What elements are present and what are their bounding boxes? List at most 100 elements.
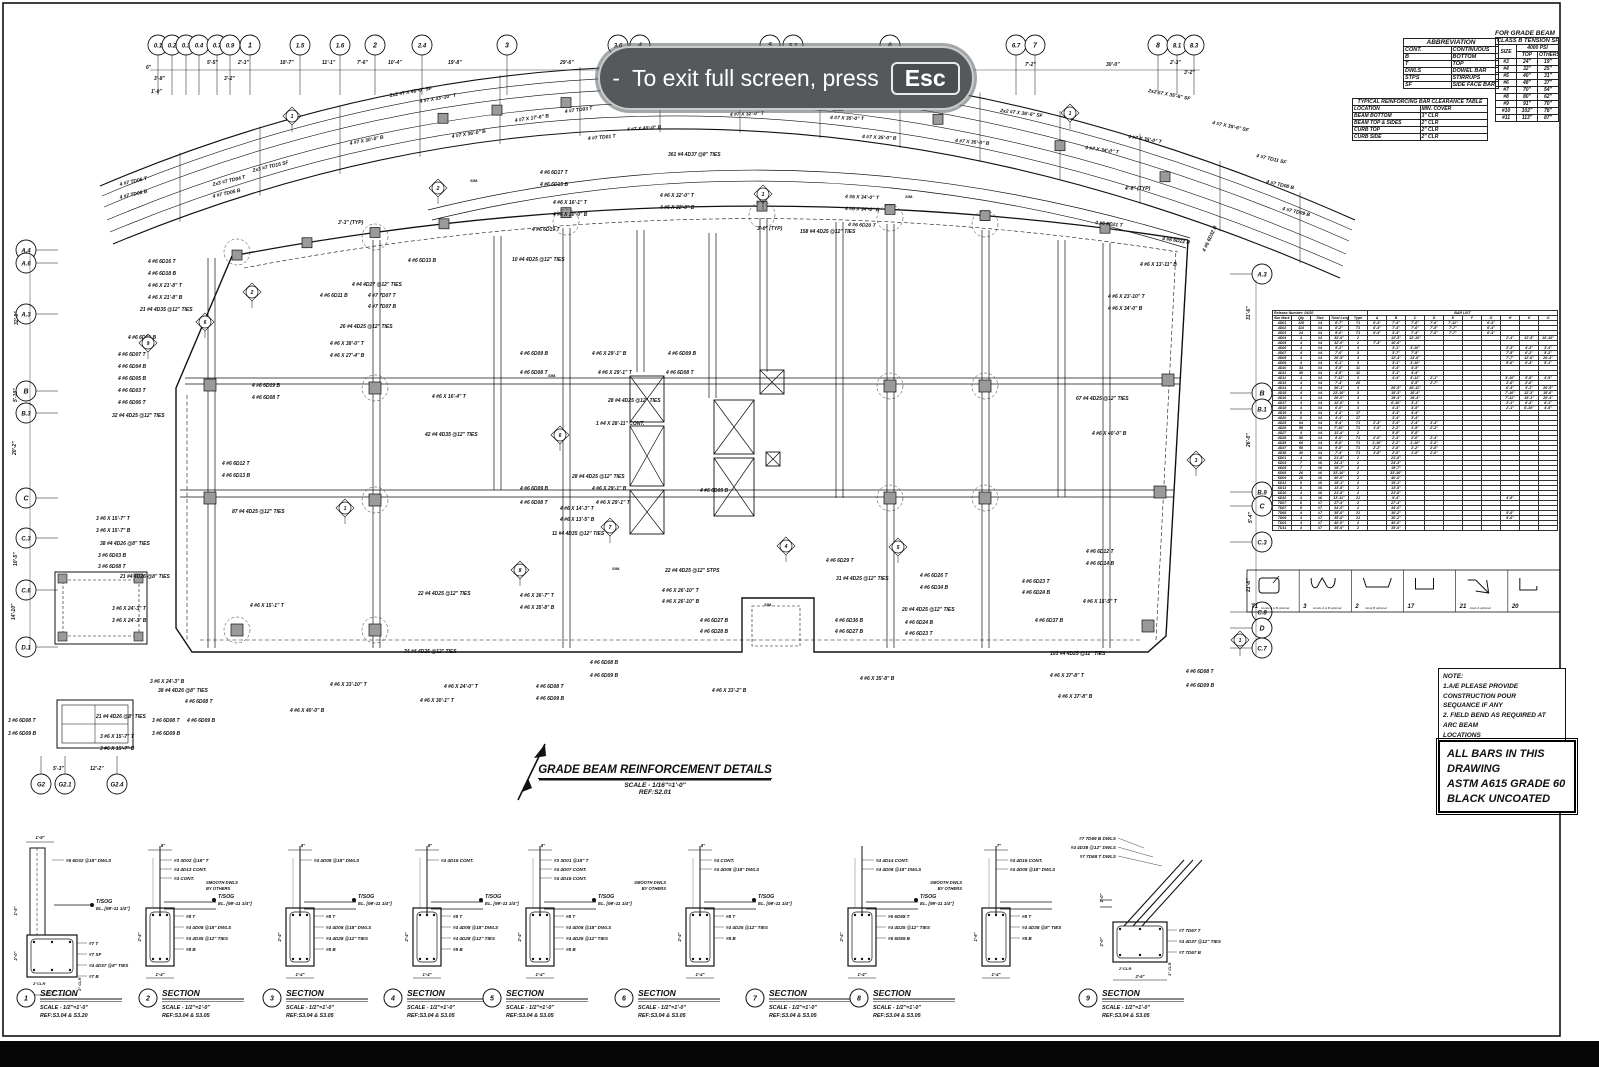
plan-label: 28 #4 4D25 @12" TIES [607, 398, 661, 404]
section-number: 3 [270, 996, 274, 1003]
column-circle [876, 204, 904, 232]
table-cell: 32" [1516, 65, 1538, 73]
rebar-dot [1001, 913, 1005, 917]
plan-label: 7" [997, 843, 1002, 848]
plan-label: 2'-3" [237, 60, 249, 66]
table-cell: Bar Mark [1272, 315, 1292, 321]
plan-label: 26 #4 4D25 @12" TIES [339, 324, 393, 330]
rebar-dot [867, 913, 871, 917]
section-scale: SCALE - 1/2"=1'-0" [286, 1005, 334, 1011]
table-cell: DOWEL BAR [1450, 67, 1499, 75]
rebar-dot [691, 913, 695, 917]
bar-shape-glyph [1310, 577, 1336, 589]
table-cell: OTHERS [1537, 51, 1559, 59]
rebar-dot [1138, 927, 1142, 931]
plan-label: 10'-5" [13, 552, 19, 566]
plan-label: #6 6D58 T [888, 914, 911, 919]
core-x [629, 489, 665, 535]
section-bubble [614, 988, 634, 1008]
plan-label: #7 7D69 B DWLS [1079, 836, 1117, 841]
plan-label: 4 #6 6D19 T [531, 227, 560, 233]
core-x [713, 457, 755, 517]
plan-label: #7 7D68 T DWLS [1080, 854, 1117, 859]
table-cell: BOTTOM [1450, 53, 1499, 61]
plan-label: 4 #6 X 30'-0" B [552, 212, 588, 218]
taskbar-black-bar [0, 1041, 1599, 1067]
section-number: 6 [622, 996, 626, 1003]
grid-bubble-label: G2.1 [58, 782, 72, 788]
table-cell: ABBREVIATION [1403, 38, 1499, 47]
section-marker-diamond [1230, 630, 1250, 650]
column [1141, 619, 1155, 633]
plan-label: SIM. [764, 602, 772, 607]
plan-label: 31 #4 4D25 @12" TIES [836, 576, 889, 582]
grid-bubble-label: 0.1 [154, 43, 163, 49]
plan-label: #4 4D37 @12" TIES [1179, 939, 1222, 944]
column-circle [971, 484, 999, 512]
plan-label: 4 #6 X 33'-10" T [329, 682, 368, 688]
bar-shape-glyph [1258, 577, 1280, 594]
grid-bubble-label: G2 [37, 782, 46, 788]
plan-label: 4 #7 TD09 B [1281, 206, 1311, 219]
plan-label: 4 #7 X 35'-0" B [954, 138, 990, 147]
table-cell [1405, 525, 1425, 531]
column-circle [223, 616, 251, 644]
plan-label: 3'-2" [1184, 70, 1195, 76]
plan-label: 21'-8" [1246, 578, 1252, 593]
plan-label: 4 #6 6D05 B [117, 376, 146, 382]
plan-label: SMOOTH DWLS [206, 880, 238, 885]
plan-label: 3 #6 6D08 T [152, 718, 180, 724]
north-arrow-flag [522, 778, 532, 792]
plan-label: 4 #6 X 26'-10" B [661, 599, 700, 605]
column-circle [876, 484, 904, 512]
plan-label: 1'-4" [422, 972, 432, 977]
table-cell: 2" CLR [1419, 133, 1488, 141]
bar-shape-number: 21 [1459, 604, 1467, 610]
table-cell: CONT. [1403, 46, 1452, 54]
rebar-dot [545, 957, 549, 961]
section-number: 9 [1086, 996, 1090, 1003]
drawing-ref: REF:S2.01 [638, 789, 672, 796]
plan-label: #4 4D25 @12" TIES [566, 936, 609, 941]
grid-bubble-label: B.1 [1257, 407, 1267, 413]
column [368, 493, 382, 507]
table-cell: SIZE [1495, 44, 1517, 59]
grid-bubble-label: 2 [372, 42, 377, 49]
column [231, 249, 243, 261]
plan-label: 4 #6 X 15'-1" T [249, 603, 285, 609]
grid-bubble-label: 5 [768, 42, 772, 49]
stirrup [1116, 925, 1164, 959]
bar-shape-note: Hooks A & B optional [1261, 606, 1289, 610]
column-circle [361, 374, 389, 402]
section-title: SECTION [1102, 988, 1141, 998]
plan-label: 1'-4" [857, 972, 867, 977]
plan-label: 1'-8" [35, 835, 45, 840]
rebar-dot [158, 957, 162, 961]
table-cell: 40" [1516, 72, 1538, 80]
plan-label: 4 #7 TD01 T [587, 134, 617, 143]
column [491, 104, 503, 116]
rebar-dot [691, 957, 695, 961]
stair-notch [751, 605, 801, 647]
plan-label: 4 #6 X 34'-0" B [844, 206, 880, 213]
section-detail [29, 847, 46, 936]
section-ref: REF:S3.04 & S3.05 [162, 1013, 211, 1019]
bar-shape-glyph [1467, 579, 1490, 594]
section-title: SECTION [162, 988, 201, 998]
plan-label: BY OTHERS [938, 886, 963, 891]
rebar-dot [1158, 927, 1162, 931]
beam-section [525, 907, 555, 967]
plan-label: 3" CLR [1167, 962, 1172, 976]
plan-label: 4 #7 X 40'-0" B [626, 125, 662, 133]
plan-label: 22 #4 4D25 @12" TIES [417, 591, 471, 597]
column [1159, 171, 1171, 183]
plan-label: T/SOG [758, 894, 774, 900]
plan-label: T/SOG [485, 894, 501, 900]
plan-label: 1'-4" [991, 972, 1001, 977]
